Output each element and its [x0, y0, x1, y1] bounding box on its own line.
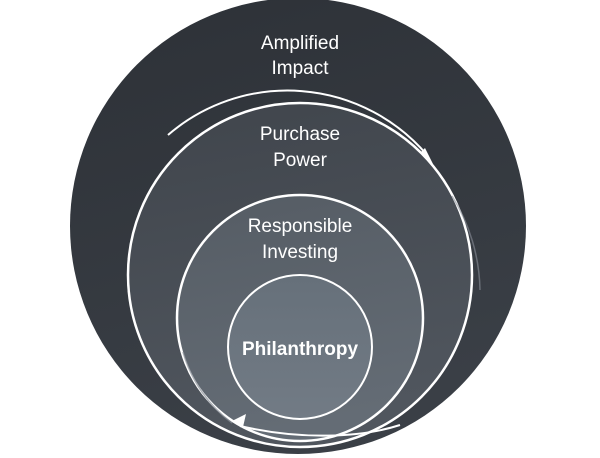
cycle-arrow-right [451, 195, 481, 291]
label-responsible-line1: Responsible [248, 216, 353, 237]
label-responsible-line2: Investing [262, 242, 338, 263]
cycle-arrow-bottom [182, 351, 233, 424]
cycle-arrow-top [167, 89, 428, 156]
label-philanthropy: Philanthropy [242, 339, 359, 360]
cycle-arrow-bottom-base [239, 424, 401, 437]
arrowhead-bottom-icon [232, 414, 246, 427]
label-amplified-line2: Impact [271, 58, 329, 79]
ring-philanthropy [227, 274, 373, 420]
label-purchase-line2: Power [273, 150, 328, 171]
arrowhead-top-icon [421, 148, 434, 166]
label-purchase-line1: Purchase [260, 124, 340, 145]
label-amplified-line1: Amplified [261, 33, 339, 54]
